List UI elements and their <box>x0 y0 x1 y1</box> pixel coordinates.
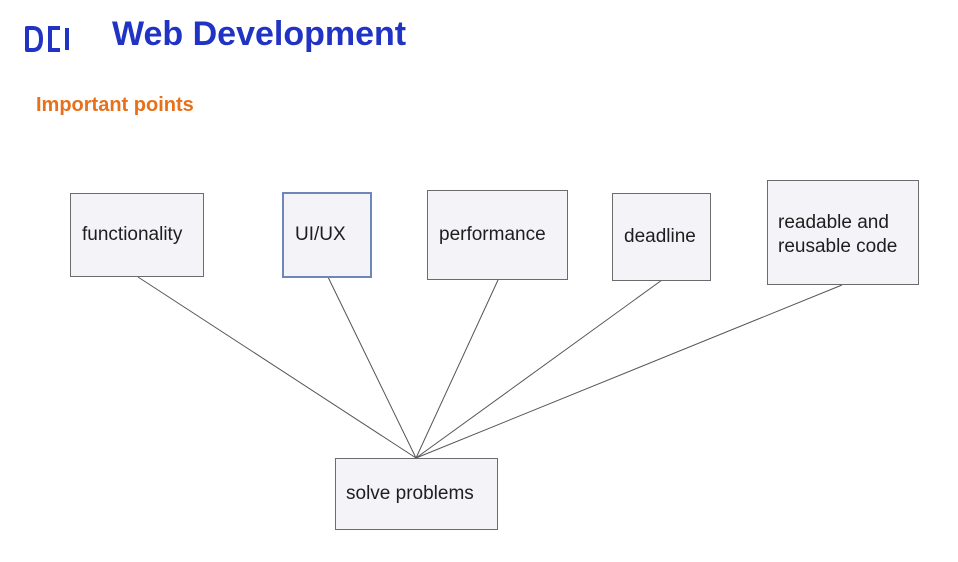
node-solve-problems[interactable]: solve problems <box>335 458 498 530</box>
node-label: solve problems <box>346 483 474 504</box>
edge-uiux-solve <box>327 276 417 459</box>
edge-deadline-solve <box>415 279 663 459</box>
section-subtitle: Important points <box>36 94 194 116</box>
node-functionality[interactable]: functionality <box>70 193 204 277</box>
node-deadline[interactable]: deadline <box>612 193 711 281</box>
node-label: deadline <box>624 226 696 247</box>
page-title: Web Development <box>112 15 407 53</box>
dci-logo <box>25 26 69 52</box>
node-label: performance <box>439 224 546 245</box>
node-uiux[interactable]: UI/UX <box>282 192 372 278</box>
node-label: functionality <box>82 224 183 245</box>
edge-functionality-solve <box>137 276 417 459</box>
node-label: UI/UX <box>295 224 346 245</box>
node-performance[interactable]: performance <box>427 190 568 280</box>
node-label: readable and reusable code <box>778 212 898 257</box>
edge-performance-solve <box>415 279 499 459</box>
node-readable-code[interactable]: readable and reusable code <box>767 180 919 285</box>
edge-readable-solve <box>415 284 843 459</box>
